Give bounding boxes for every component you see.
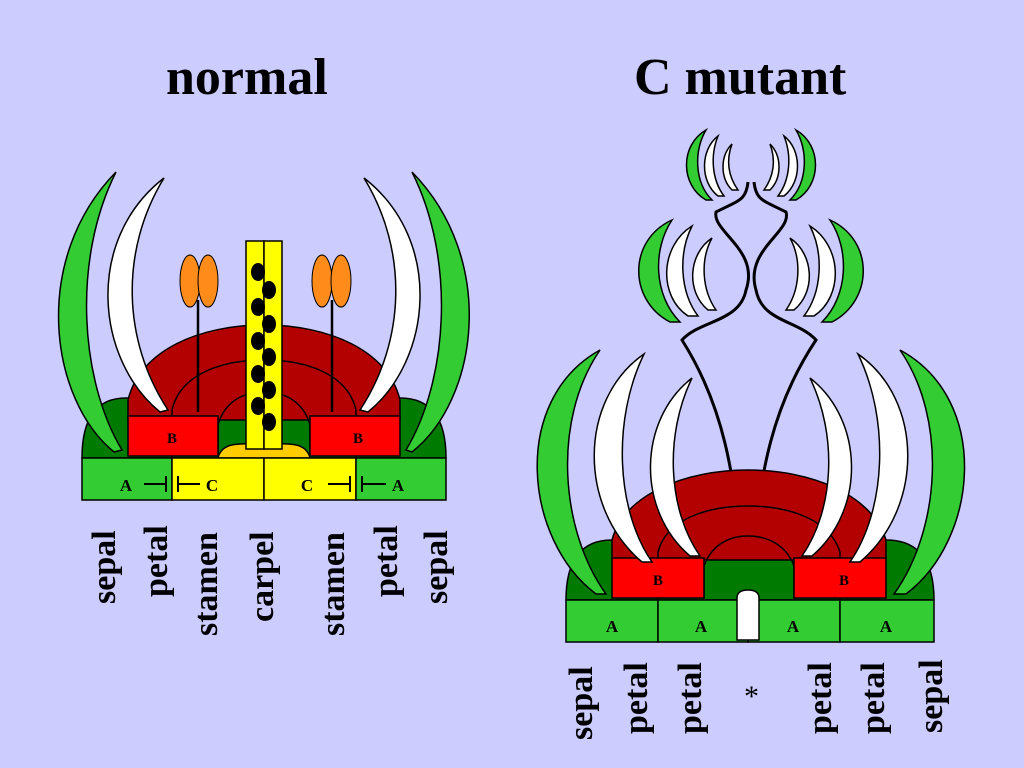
mutant-petal-outer-left: [593, 351, 654, 563]
normal-stamen-left: [179, 254, 219, 412]
normal-label-sepal-left: sepal: [86, 530, 123, 604]
normal-a-block-left: [81, 457, 173, 501]
mutant-tier-middle: [638, 218, 864, 323]
mutant-a-label-2: A: [695, 617, 708, 636]
mutant-label-petal-3: petal: [802, 662, 839, 734]
normal-sepal-right: [404, 171, 470, 453]
normal-a-block-right: [355, 457, 447, 501]
normal-c-label-left: C: [206, 476, 218, 495]
mutant-flower: B B A A A A: [536, 127, 966, 643]
mutant-a-label-3: A: [787, 617, 800, 636]
mutant-inflorescence-stems: [680, 181, 818, 589]
mutant-label-sepal-right: sepal: [913, 659, 950, 733]
mutant-sepal-left: [536, 349, 608, 595]
mutant-petal-outer-right: [848, 351, 909, 563]
mutant-a-block-1: [565, 599, 659, 643]
normal-b-label-left: B: [167, 431, 177, 447]
normal-b-block-left: [127, 415, 219, 457]
title-c-mutant: C mutant: [634, 49, 847, 106]
normal-label-sepal-right: sepal: [418, 530, 455, 604]
mutant-a-label-1: A: [606, 617, 619, 636]
normal-stamen-right: [311, 254, 352, 412]
mutant-central-meristem: [736, 589, 760, 641]
mutant-label-petal-2: petal: [672, 662, 709, 734]
normal-petal-right: [358, 177, 421, 413]
normal-b-block-right: [309, 415, 401, 457]
mutant-tier-top: [685, 127, 817, 201]
normal-label-petal-left: petal: [138, 525, 175, 597]
normal-carpel: [245, 240, 283, 450]
mutant-inner-arc-2: [703, 535, 795, 600]
mutant-label-sepal-left: sepal: [563, 666, 600, 740]
normal-c-label-right: C: [301, 476, 313, 495]
mutant-petal-inner-left: [649, 377, 702, 557]
normal-a-label-left: A: [120, 476, 133, 495]
normal-label-petal-right: petal: [368, 525, 405, 597]
normal-label-stamen-left: stamen: [188, 532, 225, 636]
mutant-sepal-right: [892, 349, 966, 595]
normal-petal-left: [107, 177, 170, 413]
mutant-b-block-left: [611, 557, 705, 599]
mutant-b-label-right: B: [839, 573, 849, 589]
mutant-label-center-asterisk: *: [744, 680, 759, 713]
mutant-a-block-4: [839, 599, 935, 643]
mutant-petal-inner-right: [800, 377, 853, 557]
normal-label-stamen-right: stamen: [315, 532, 352, 636]
normal-c-block-right: [263, 457, 357, 501]
normal-b-label-right: B: [353, 431, 363, 447]
mutant-label-petal-4: petal: [855, 662, 892, 734]
mutant-label-petal-1: petal: [618, 662, 655, 734]
normal-ovules: [251, 263, 276, 431]
normal-a-label-right: A: [392, 476, 405, 495]
mutant-a-label-4: A: [880, 617, 893, 636]
title-normal: normal: [166, 49, 328, 106]
normal-sepal-left: [57, 171, 124, 453]
normal-inhibition-right: [328, 476, 386, 492]
normal-label-carpel: carpel: [244, 531, 281, 622]
normal-flower: B B A C C A: [57, 171, 470, 501]
normal-inhibition-left: [144, 476, 200, 492]
mutant-b-label-left: B: [653, 573, 663, 589]
mutant-b-block-right: [793, 557, 887, 599]
